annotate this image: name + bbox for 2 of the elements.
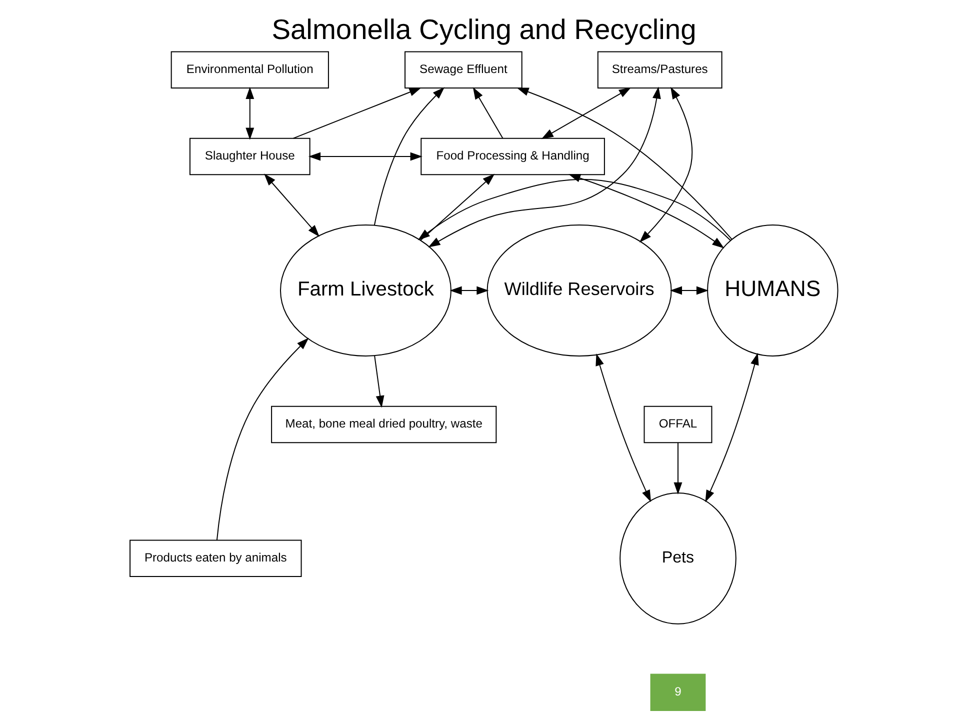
diagram-title: Salmonella Cycling and Recycling <box>271 13 696 46</box>
label: 9 <box>674 684 681 699</box>
